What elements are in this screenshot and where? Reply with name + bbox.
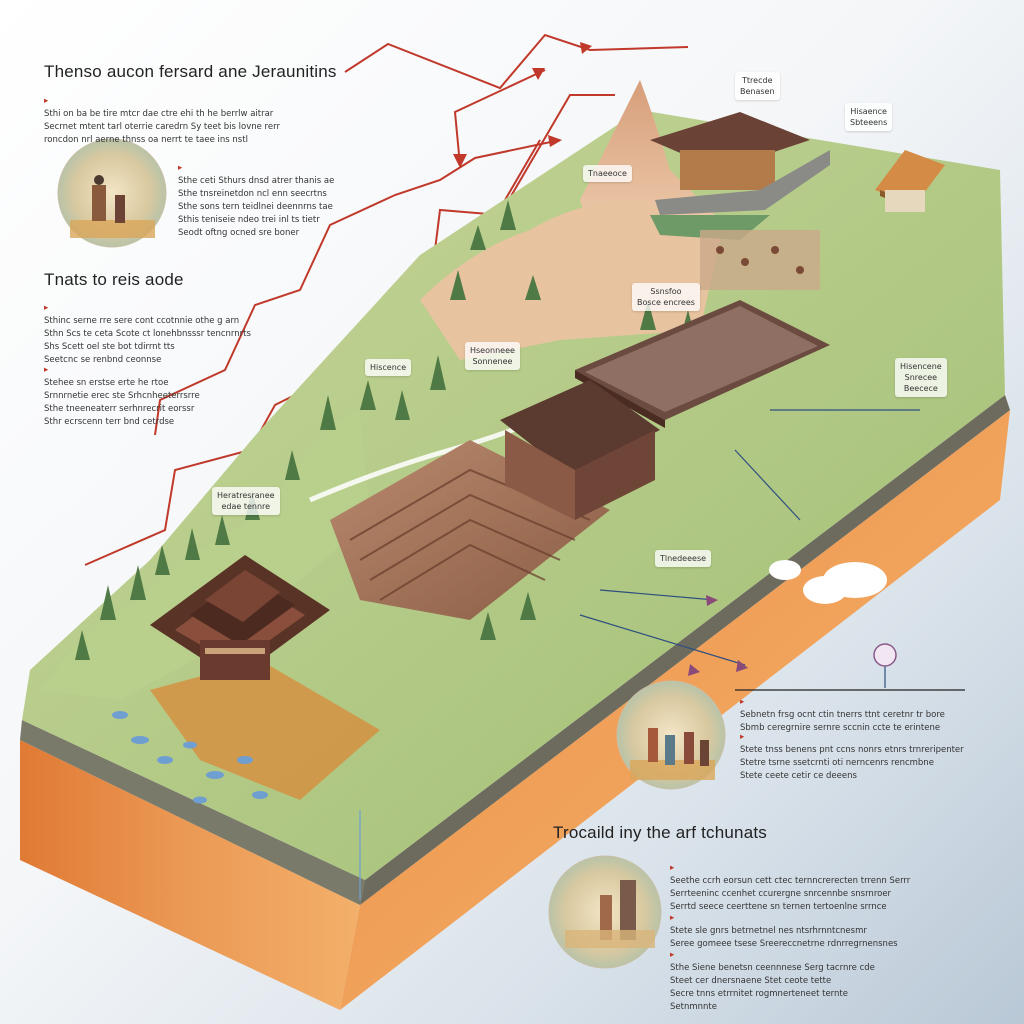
- paragraph-line: Sebnetn frsg ocnt ctin tnerrs ttnt ceret…: [740, 710, 945, 720]
- tag-line: Hiscence: [370, 363, 407, 372]
- circle-illustration-three: [548, 855, 662, 969]
- paragraph-line: Shs Scett oel ste bot tdirrnt tts: [44, 342, 175, 352]
- paragraph-line: Sthinc serne rre sere cont ccotnnie othe…: [44, 316, 240, 326]
- rock-band: [20, 720, 365, 905]
- bottom-paragraph-c: ▸ Sthe Siene benetsn ceennnese Serg tacrn…: [670, 949, 880, 1014]
- tag-line: Snrecee: [904, 373, 938, 382]
- tag-line: Sbteeens: [850, 118, 888, 127]
- paragraph-line: Sthe Siene benetsn ceennnese Serg tacrnr…: [670, 963, 875, 973]
- paragraph-line: Srnnrnetie erec ste Srhcnheeterrsrre: [44, 391, 200, 401]
- paragraph-line: Serrteeninc ccenhet ccurergne snrcennbe …: [670, 889, 892, 899]
- tag-line: Tnaeeoce: [588, 169, 627, 178]
- section-two-paragraph-a: ▸ Sthinc serne rre sere cont ccotnnie oth…: [44, 302, 289, 367]
- paragraph-line: Seetcnc se renbnd ceonnse: [44, 355, 162, 365]
- paragraph-line: Serrtd seece ceerttene sn ternen tertoen…: [670, 902, 887, 912]
- tag-left-lower: Heratresranee edae tennre: [212, 487, 280, 515]
- right-mid-paragraph: ▸ Sebnetn frsg ocnt ctin tnerrs ttnt cere…: [740, 696, 970, 735]
- bullet-marker: ▸: [670, 863, 675, 873]
- circle-one-caption: ▸ Sthe ceti Sthurs dnsd atrer thanis ae St…: [178, 162, 378, 240]
- bullet-marker: ▸: [670, 950, 675, 960]
- pagoda-temple: [150, 555, 330, 680]
- bullet-marker: ▸: [44, 365, 49, 375]
- intro-paragraph: ▸ Sthi on ba be tire mtcr dae ctre ehi th…: [44, 95, 414, 147]
- tag-line: edae tennre: [221, 502, 271, 511]
- temple-hall: [500, 380, 660, 520]
- paragraph-line: Seodt oftng ocned sre boner: [178, 228, 300, 238]
- paragraph-line: Sbmb ceregrnire sernre sccnin ccte te er…: [740, 723, 941, 733]
- pavilion-roof: [575, 300, 830, 428]
- tag-line: Ttrecde: [742, 76, 773, 85]
- tag-hall-label: Tnaeeoce: [583, 165, 632, 182]
- excavation-workers: [700, 230, 820, 290]
- section-three-heading: Trocaild iny the arf tchunats: [553, 823, 767, 842]
- tag-line: Beecece: [903, 384, 938, 393]
- paragraph-line: Sthr ecrscenn terr bnd cetrdse: [44, 417, 175, 427]
- circle-illustration-two: [616, 680, 726, 790]
- pit-terraces: [349, 468, 591, 601]
- top-pavilion: [650, 112, 830, 240]
- rock-band-side: [360, 395, 1010, 905]
- tag-line: Benasen: [740, 87, 775, 96]
- paragraph-line: Stetre tsrne ssetcrnti oti nerncenrs ren…: [740, 758, 934, 768]
- paragraph-line: Seethe ccrh eorsun cett ctec ternncrerec…: [670, 876, 911, 886]
- bullet-marker: ▸: [178, 163, 183, 173]
- orange-field: [150, 660, 380, 800]
- main-title: Thenso aucon fersard ane Jeraunitins: [44, 62, 337, 81]
- tag-line: Sonnenee: [472, 357, 513, 366]
- paragraph-line: Stete sle gnrs betrnetnel nes ntsrhrnntc…: [670, 926, 867, 936]
- soil-front-face: [20, 740, 360, 1010]
- bullet-marker: ▸: [44, 96, 49, 106]
- tag-right-lower: Tlnedeeese: [655, 550, 712, 567]
- tag-line: Hisencene: [900, 362, 942, 371]
- paragraph-line: Stehee sn erstse erte he rtoe: [44, 378, 169, 388]
- paragraph-line: Sthe sons tern teidlnei deennrns tae: [178, 202, 333, 212]
- paragraph-line: Seree gomeee tsese Sreereccnetrne rdnrre…: [670, 939, 898, 949]
- tag-left-small: Hiscence: [365, 359, 412, 376]
- paragraph-line: Sthe tnsreinetdon ncl enn seecrtns: [178, 189, 327, 199]
- paragraph-line: Secrnet mtent tarl oterrie caredrn Sy te…: [44, 122, 280, 132]
- tag-line: Bosce encrees: [637, 298, 695, 307]
- bullet-marker: ▸: [670, 913, 675, 923]
- paragraph-line: Sthe tneeneaterr serhnrecrit eorssr: [44, 404, 195, 414]
- bullet-marker: ▸: [44, 303, 49, 313]
- pointer-markers: [688, 595, 748, 676]
- paragraph-line: Sthi on ba be tire mtcr dae ctre ehi th …: [44, 109, 274, 119]
- paragraph-line: Stete ceete cetir ce deeens: [740, 771, 857, 781]
- bullet-marker: ▸: [740, 697, 745, 707]
- pointer-node: [873, 643, 897, 667]
- bottom-paragraph-b: ▸ Stete sle gnrs betrnetnel nes ntsrhrnnt…: [670, 912, 930, 951]
- paragraph-line: Sthn Scs te ceta Scote ct lonehbnsssr te…: [44, 329, 251, 339]
- paragraph-line: Steet cer dnersnaene Stet ceote tette: [670, 976, 832, 986]
- clouds: [769, 560, 887, 604]
- section-two-heading: Tnats to reis aode: [44, 270, 184, 289]
- right-mid-paragraph-b: ▸ Stete tnss benens pnt ccns nonrs etnrs …: [740, 731, 980, 783]
- tag-line: Hseonneee: [470, 346, 515, 355]
- paragraph-line: Setnmnnte: [670, 1002, 717, 1012]
- left-foothills: [40, 410, 370, 700]
- water-ponds: [112, 711, 268, 804]
- paragraph-line: Sthis teniseie ndeo trei inl ts tietr: [178, 215, 320, 225]
- house: [875, 150, 945, 212]
- tag-line: Ssnsfoo: [650, 287, 682, 296]
- bottom-paragraph-a: ▸ Seethe ccrh eorsun cett ctec ternncrere…: [670, 862, 980, 914]
- paragraph-line: Sthe ceti Sthurs dnsd atrer thanis ae: [178, 176, 335, 186]
- tag-line: Hisaence: [850, 107, 887, 116]
- paragraph-line: Secre tnns etrrnitet rogmnerteneet ternt…: [670, 989, 848, 999]
- bullet-marker: ▸: [740, 732, 745, 742]
- circle-illustration-one: [57, 138, 167, 248]
- tag-line: Heratresranee: [217, 491, 275, 500]
- paragraph-line: roncdon nrl aerne thnss oa nerrt te taee…: [44, 135, 248, 145]
- pointer-lines: [359, 409, 965, 900]
- tag-line: Tlnedeeese: [660, 554, 707, 563]
- red-arrowheads: [453, 42, 592, 168]
- paragraph-line: Stete tnss benens pnt ccns nonrs etnrs t…: [740, 745, 964, 755]
